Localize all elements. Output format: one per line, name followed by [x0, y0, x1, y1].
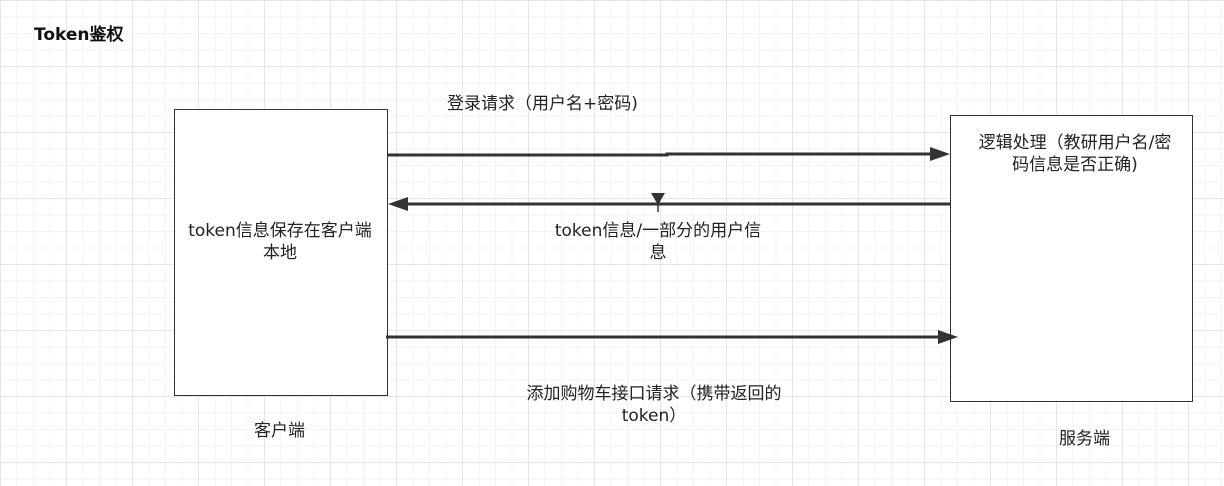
cart-request-label: 添加购物车接口请求（携带返回的token） — [526, 384, 782, 426]
server-box — [950, 115, 1193, 402]
client-label: 客户端 — [254, 421, 305, 441]
token-response-label: token信息/一部分的用户信息 — [554, 221, 762, 263]
token-response-arrow — [388, 197, 950, 211]
diagram-title: Token鉴权 — [34, 25, 124, 45]
login-request-arrow — [388, 147, 950, 161]
server-box-text: 逻辑处理（教研用户名/密码信息是否正确) — [978, 133, 1172, 175]
cart-request-arrow — [386, 330, 958, 344]
login-request-label: 登录请求（用户名+密码) — [447, 94, 638, 114]
client-box-text: token信息保存在客户端本地 — [188, 221, 372, 263]
server-label: 服务端 — [1059, 429, 1110, 449]
marker-down-arrow-icon — [651, 193, 665, 212]
client-box — [174, 109, 388, 396]
